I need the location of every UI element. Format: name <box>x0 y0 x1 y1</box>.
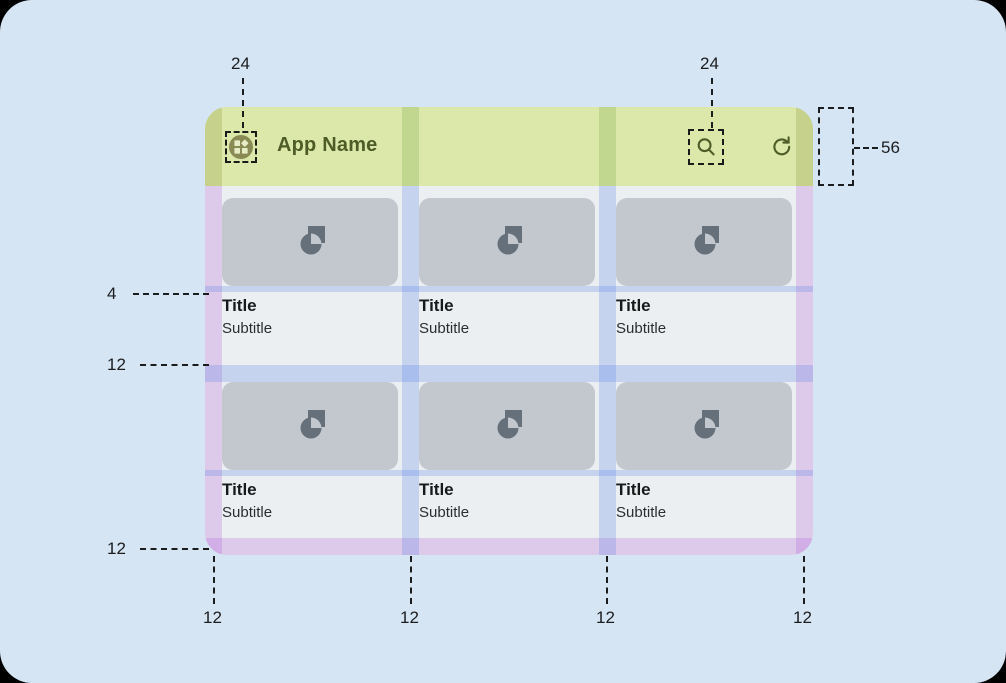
annotation-label-appbar-56: 56 <box>881 138 900 157</box>
card-title: Title <box>419 480 454 499</box>
annotation-box-appbar-56 <box>818 107 854 186</box>
appbar-padding-left-overlay <box>205 107 222 186</box>
card-subtitle: Subtitle <box>616 504 667 521</box>
annotation-label-12-row: 12 <box>107 355 126 374</box>
app-grid-logo-icon <box>229 135 253 159</box>
annotation-leader-12-bottom <box>140 548 209 550</box>
image-placeholder-icon <box>497 410 522 439</box>
annotation-leader-bottom-b <box>410 556 412 604</box>
card-title: Title <box>222 480 257 499</box>
padding-overlay-bottom <box>205 538 813 555</box>
card-grid: Title Subtitle Title Subtitle <box>205 186 813 555</box>
annotation-label-search-24: 24 <box>700 54 719 73</box>
card-text: Title Subtitle <box>419 286 595 340</box>
card-title: Title <box>616 296 651 315</box>
app-bar: App Name <box>205 107 813 186</box>
annotation-leader-logo-24 <box>242 78 244 128</box>
search-measure-box <box>688 129 724 165</box>
card-1[interactable]: Title Subtitle <box>222 198 398 340</box>
refresh-icon <box>773 136 791 156</box>
annotation-label-bottom-b: 12 <box>400 608 419 627</box>
card-subtitle: Subtitle <box>419 504 470 521</box>
annotation-leader-bottom-a <box>213 556 215 604</box>
card-text: Title Subtitle <box>222 470 398 524</box>
gutter-overlay-col-2 <box>599 186 616 555</box>
card-thumbnail <box>616 198 792 286</box>
card-subtitle: Subtitle <box>222 504 273 521</box>
annotation-leader-bottom-c <box>606 556 608 604</box>
annotation-leader-bottom-d <box>803 556 805 604</box>
card-2[interactable]: Title Subtitle <box>419 198 595 340</box>
padding-overlay-right <box>796 186 813 555</box>
annotation-leader-4 <box>133 293 209 295</box>
appbar-gutter-overlay-1 <box>402 107 419 186</box>
annotation-leader-appbar-56 <box>854 147 878 149</box>
card-text: Title Subtitle <box>222 286 398 340</box>
appbar-padding-right-overlay <box>796 107 813 186</box>
card-thumbnail <box>222 198 398 286</box>
annotation-label-4: 4 <box>107 284 117 303</box>
card-title: Title <box>616 480 651 499</box>
card-6[interactable]: Title Subtitle <box>616 382 792 524</box>
app-logo[interactable] <box>225 131 257 163</box>
appbar-gutter-overlay-2 <box>599 107 616 186</box>
card-text: Title Subtitle <box>419 470 595 524</box>
card-title: Title <box>222 296 257 315</box>
app-frame: App Name <box>205 107 813 555</box>
card-thumbnail <box>419 382 595 470</box>
annotation-leader-12-row <box>140 364 209 366</box>
card-subtitle: Subtitle <box>616 320 667 337</box>
app-title: App Name <box>277 134 378 156</box>
card-thumbnail <box>419 198 595 286</box>
card-5[interactable]: Title Subtitle <box>419 382 595 524</box>
annotation-label-bottom-d: 12 <box>793 608 812 627</box>
annotation-label-bottom-c: 12 <box>596 608 615 627</box>
gutter-overlay-row-gap <box>205 365 813 382</box>
refresh-button[interactable] <box>770 135 794 159</box>
card-text: Title Subtitle <box>616 286 792 340</box>
image-placeholder-icon <box>300 410 325 439</box>
logo-measure-box <box>225 131 257 163</box>
gutter-overlay-col-1 <box>402 186 419 555</box>
card-subtitle: Subtitle <box>419 320 470 337</box>
image-placeholder-icon <box>694 410 719 439</box>
image-placeholder-icon <box>300 226 325 255</box>
image-placeholder-icon <box>694 226 719 255</box>
card-subtitle: Subtitle <box>222 320 273 337</box>
card-3[interactable]: Title Subtitle <box>616 198 792 340</box>
card-title: Title <box>419 296 454 315</box>
card-thumbnail <box>222 382 398 470</box>
annotation-label-12-bottom: 12 <box>107 539 126 558</box>
card-text: Title Subtitle <box>616 470 792 524</box>
card-4[interactable]: Title Subtitle <box>222 382 398 524</box>
padding-overlay-left <box>205 186 222 555</box>
search-button[interactable] <box>688 129 724 165</box>
image-placeholder-icon <box>497 226 522 255</box>
annotation-leader-search-24 <box>711 78 713 128</box>
annotation-label-logo-24: 24 <box>231 54 250 73</box>
search-icon <box>697 138 715 156</box>
card-thumbnail <box>616 382 792 470</box>
annotation-label-bottom-a: 12 <box>203 608 222 627</box>
